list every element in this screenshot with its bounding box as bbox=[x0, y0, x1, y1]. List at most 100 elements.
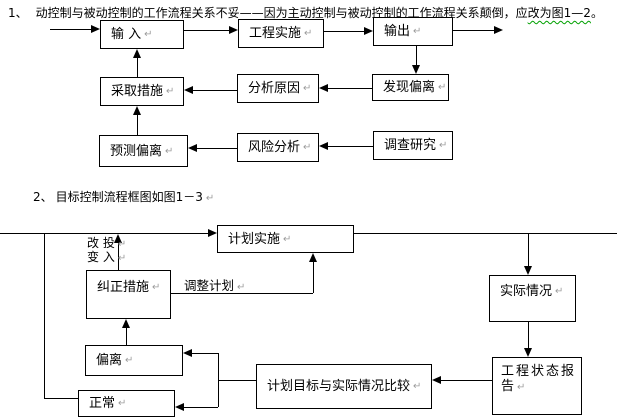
feedback-line-top-left bbox=[0, 233, 208, 234]
flow-node-actual-situation: 实际情况↵ bbox=[489, 275, 576, 322]
pilcrow-mark: ↵ bbox=[438, 82, 447, 93]
flow-node-status-report-line2-wrap: 告↵ bbox=[501, 379, 576, 395]
arrow-shaft-risk-to-predict bbox=[197, 148, 237, 149]
pilcrow-mark: ↵ bbox=[205, 193, 215, 204]
flow-node-take-measures: 采取措施↵ bbox=[100, 77, 184, 106]
flow-node-status-report: 工程状态报 告↵ bbox=[492, 357, 582, 415]
arrow-shaft-implementation-to-output bbox=[324, 31, 364, 32]
flow-node-implementation: 工程实施↵ bbox=[238, 19, 324, 48]
arrow-shaft-corrective-to-topline bbox=[118, 243, 119, 270]
flow-node-implementation-label: 工程实施 bbox=[249, 26, 302, 41]
arrowhead-into-plan-implementation bbox=[208, 229, 217, 237]
arrow-shaft-adjust-plan-horizontal bbox=[171, 293, 313, 294]
arrow-shaft-topline-to-actual bbox=[528, 234, 529, 266]
feedback-line-top-right bbox=[354, 233, 617, 234]
arrow-shaft-actual-to-report bbox=[528, 322, 529, 348]
flow-node-analyze-causes-label: 分析原因 bbox=[248, 81, 301, 96]
pilcrow-mark: ↵ bbox=[144, 29, 153, 40]
flow-node-output: 输出↵ bbox=[373, 17, 453, 46]
pilcrow-mark: ↵ bbox=[125, 355, 134, 366]
pilcrow-mark: ↵ bbox=[117, 239, 127, 250]
flow-node-find-deviation: 发现偏离↵ bbox=[372, 74, 449, 101]
arrowhead-corrective-to-topline bbox=[114, 234, 122, 243]
label-adjust-plan: 调整计划↵ bbox=[184, 279, 245, 294]
arrow-shaft-investigate-to-risk bbox=[328, 146, 373, 147]
arrowhead-implementation-to-output bbox=[364, 27, 373, 35]
pilcrow-mark: ↵ bbox=[118, 398, 127, 409]
arrowhead-predict-to-measures bbox=[133, 106, 141, 115]
paragraph-1: 1、动控制与被动控制的工作流程关系不妥——因为主动控制与被动控制的工作流程关系颠… bbox=[8, 6, 603, 20]
pilcrow-mark: ↵ bbox=[413, 381, 422, 392]
arrow-shaft-deviation-to-causes bbox=[328, 88, 372, 89]
arrowhead-risk-to-predict bbox=[188, 144, 197, 152]
loop-line-normal-left-horizontal bbox=[44, 398, 78, 399]
flow-node-deviation-label: 偏离 bbox=[96, 353, 123, 368]
pilcrow-mark: ↵ bbox=[413, 26, 422, 37]
arrow-shaft-input-to-implementation bbox=[184, 30, 229, 31]
paragraph-1-tail: 。 bbox=[590, 6, 603, 20]
arrowhead-junction-to-normal bbox=[175, 403, 184, 411]
pilcrow-mark: ↵ bbox=[152, 282, 161, 293]
arrowhead-investigate-to-risk bbox=[319, 142, 328, 150]
arrowhead-deviation-to-corrective bbox=[122, 319, 130, 328]
flow-node-corrective-measures: 纠正措施↵ bbox=[86, 270, 171, 319]
flow-node-actual-situation-label: 实际情况 bbox=[500, 284, 553, 299]
arrow-shaft-predict-to-measures bbox=[137, 115, 138, 135]
arrow-shaft-deviation-to-corrective bbox=[126, 328, 127, 345]
arrowhead-output-exit bbox=[494, 26, 503, 34]
flow-node-normal-label: 正常 bbox=[89, 396, 116, 411]
list-number-2: 2、 bbox=[33, 190, 53, 204]
arrow-shaft-report-to-compare bbox=[441, 380, 492, 381]
pilcrow-mark: ↵ bbox=[117, 253, 127, 264]
arrowhead-actual-to-report bbox=[524, 348, 532, 357]
label-change-input-row2: 变 入↵ bbox=[87, 251, 126, 265]
flow-node-compare-label: 计划目标与实际情况比较 bbox=[267, 379, 411, 394]
junction-vertical-line bbox=[218, 353, 219, 407]
arrow-shaft-adjust-plan-vertical bbox=[313, 262, 314, 293]
flow-node-output-label: 输出 bbox=[384, 24, 411, 39]
arrowhead-topline-to-actual bbox=[524, 266, 532, 275]
arrow-shaft-compare-to-junction bbox=[218, 380, 256, 381]
flow-node-deviation: 偏离↵ bbox=[85, 345, 183, 376]
flow-node-investigate-label: 调查研究 bbox=[384, 138, 437, 153]
label-adjust-plan-text: 调整计划 bbox=[184, 278, 235, 293]
flow-node-input: 输 入↵ bbox=[100, 20, 184, 49]
spellcheck-underlined-text: 改为图1—2 bbox=[527, 6, 591, 20]
flow-node-analyze-causes: 分析原因↵ bbox=[237, 74, 319, 103]
arrowhead-deviation-to-causes bbox=[319, 84, 328, 92]
flow-node-corrective-measures-label: 纠正措施 bbox=[97, 280, 150, 295]
paragraph-2-text: 目标控制流程框图如图1－3 bbox=[55, 190, 203, 204]
paragraph-2: 2、目标控制流程框图如图1－3↵ bbox=[33, 190, 214, 206]
flow-node-predict-deviation-label: 预测偏离 bbox=[110, 143, 163, 159]
pilcrow-mark: ↵ bbox=[303, 142, 312, 153]
arrow-shaft-output-to-find-deviation bbox=[416, 46, 417, 65]
pilcrow-mark: ↵ bbox=[237, 282, 246, 293]
flow-node-compare: 计划目标与实际情况比较↵ bbox=[256, 364, 432, 409]
pilcrow-mark: ↵ bbox=[283, 233, 292, 245]
label-change-input-row2-text: 变 入 bbox=[87, 250, 115, 264]
pilcrow-mark: ↵ bbox=[303, 83, 312, 94]
flow-node-risk-analysis: 风险分析↵ bbox=[237, 133, 319, 162]
arrowhead-junction-to-deviation bbox=[183, 349, 192, 357]
label-change-input-row1: 改 投↵ bbox=[87, 237, 126, 251]
pilcrow-mark: ↵ bbox=[439, 140, 448, 151]
flow-node-predict-deviation: 预测偏离↵ bbox=[99, 135, 188, 167]
arrow-shaft-into-input bbox=[50, 29, 91, 30]
arrow-shaft-causes-to-measures bbox=[193, 90, 237, 91]
arrowhead-adjust-plan-into-plan-implementation bbox=[309, 253, 317, 262]
flow-node-normal: 正常↵ bbox=[78, 390, 175, 417]
flow-node-plan-implementation-label: 计划实施 bbox=[228, 231, 281, 247]
loop-line-normal-left-vertical bbox=[44, 234, 45, 398]
flow-node-plan-implementation: 计划实施↵ bbox=[217, 225, 354, 253]
flow-node-investigate: 调查研究↵ bbox=[373, 131, 453, 160]
flow-node-risk-analysis-label: 风险分析 bbox=[248, 140, 301, 155]
arrowhead-input-to-implementation bbox=[229, 26, 238, 34]
arrow-shaft-junction-to-deviation bbox=[192, 353, 218, 354]
pilcrow-mark: ↵ bbox=[304, 28, 313, 39]
flow-node-status-report-line2: 告 bbox=[501, 379, 515, 394]
label-change-input-row1-text: 改 投 bbox=[87, 236, 115, 250]
paragraph-1-text: 动控制与被动控制的工作流程关系不妥——因为主动控制与被动控制的工作流程关系颠倒，… bbox=[35, 6, 528, 20]
arrow-shaft-junction-to-normal bbox=[184, 407, 218, 408]
flow-node-input-label: 输 入 bbox=[111, 27, 142, 42]
